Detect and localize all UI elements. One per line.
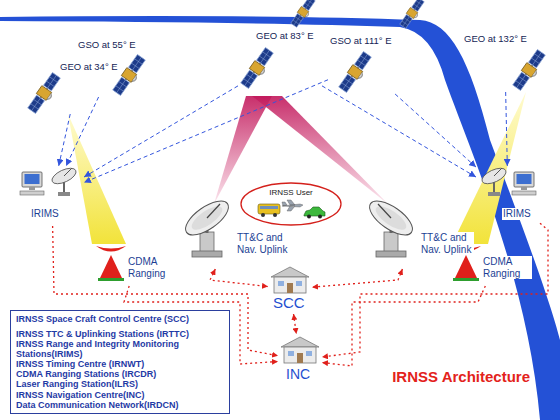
centre-label: INC — [286, 366, 310, 382]
key-text: IRNSS Space Craft Control Centre (SCC) — [16, 314, 224, 324]
user-ellipse: IRNSS User — [240, 182, 342, 226]
satellite-label: GEO at 34° E — [60, 62, 118, 73]
satellite-node: GEO at 132° E — [462, 34, 548, 92]
satellite-icon — [290, 0, 317, 29]
uplink-beam — [252, 96, 388, 204]
signal-link — [84, 80, 328, 183]
bus-icon — [258, 204, 280, 217]
building-icon — [281, 337, 319, 363]
satellite-icon — [512, 49, 549, 93]
control-centre: SCC — [268, 264, 312, 314]
key-text: IRNSS Range and Integrity Monitoring Sta… — [16, 339, 224, 359]
satellite-label: GSO at 55° E — [78, 40, 136, 51]
uplink-station: TT&C and Nav. Uplink — [178, 192, 290, 269]
signal-link — [66, 97, 98, 166]
satellite-icon — [399, 0, 426, 30]
satellite-icon — [338, 51, 375, 95]
ranging-station: CDMA Ranging — [95, 244, 177, 286]
network-link — [210, 269, 268, 287]
car-icon — [304, 207, 325, 219]
signal-link — [395, 94, 476, 167]
diagram-title: IRNSS Architecture — [392, 368, 530, 385]
navigation-centre: INC — [278, 334, 322, 386]
station-label: IRIMS — [502, 208, 532, 220]
dish-icon — [50, 165, 79, 196]
monitoring-station: IRIMS — [20, 166, 84, 226]
computer-icon — [20, 172, 44, 195]
key-text: Data Communication Network(IRDCN) — [16, 400, 224, 410]
satellite-icon — [112, 54, 149, 98]
key-text: Laser Ranging Station(ILRS) — [16, 379, 224, 389]
ranging-station: CDMA Ranging — [450, 244, 540, 286]
station-label: CDMA Ranging — [482, 256, 532, 279]
key-text: IRNSS TTC & Uplinking Stations (IRTTC) — [16, 329, 224, 339]
key-text: IRNSS Navigation Centre(INC) — [16, 390, 224, 400]
computer-icon — [512, 172, 536, 195]
signal-link — [322, 86, 476, 177]
dish-icon — [480, 165, 509, 196]
signal-link — [506, 92, 508, 166]
plane-icon — [282, 200, 303, 211]
station-label: IRIMS — [30, 208, 60, 220]
antenna-icon — [364, 195, 418, 257]
network-link — [322, 223, 548, 357]
satellite-icon — [27, 72, 64, 116]
antenna-icon — [180, 195, 234, 257]
signal-link — [59, 114, 71, 166]
earth-limb — [0, 16, 560, 420]
ellipse-outline — [241, 183, 341, 225]
user-label: IRNSS User — [240, 189, 342, 198]
satellite-node: GEO at 34° E — [26, 62, 126, 114]
network-link — [294, 314, 297, 334]
uplink-station: TT&C and Nav. Uplink — [362, 192, 474, 269]
satellite-label: GEO at 132° E — [464, 34, 527, 45]
station-label: TT&C and Nav. Uplink — [236, 232, 290, 255]
satellite-node: GSO at 55° E — [76, 40, 148, 97]
uplink-beam — [214, 96, 272, 204]
key-box: IRNSS Space Craft Control Centre (SCC) IR… — [10, 310, 230, 414]
satellite-node: GEO at 83° E — [238, 31, 322, 91]
network-link — [322, 286, 485, 366]
network-link — [312, 269, 402, 287]
signal-link — [84, 86, 238, 177]
satellite-icon — [240, 47, 277, 91]
satellite-label: GEO at 83° E — [256, 31, 314, 42]
key-text: CDMA Ranging Stations (IRCDR) — [16, 369, 224, 379]
ranging-beam — [452, 92, 526, 244]
station-label: TT&C and Nav. Uplink — [420, 232, 474, 255]
ranging-beam — [68, 114, 126, 244]
building-icon — [271, 267, 309, 293]
station-label: CDMA Ranging — [127, 256, 177, 279]
centre-label: SCC — [273, 294, 305, 311]
satellite-node: GSO at 111° E — [328, 36, 398, 94]
monitoring-station: IRIMS — [476, 166, 540, 226]
satellite-label: GSO at 111° E — [330, 36, 392, 47]
key-text: IRNSS Timing Centre (IRNWT) — [16, 359, 224, 369]
ranging-icon — [96, 246, 126, 281]
